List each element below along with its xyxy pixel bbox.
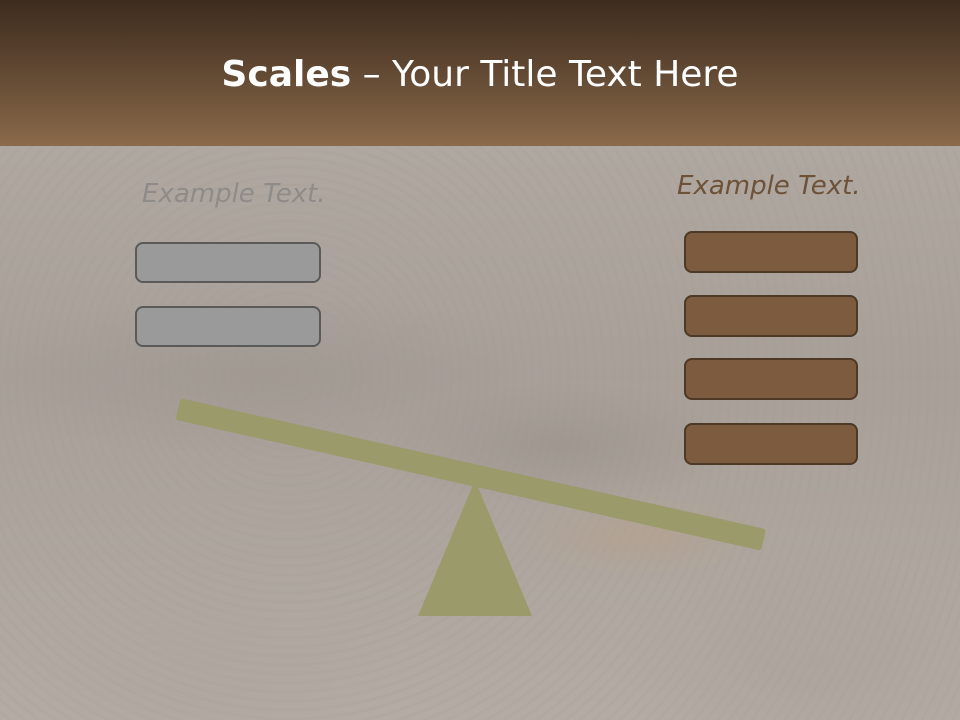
title-bar: Scales – Your Title Text Here — [0, 0, 960, 146]
slide-title-rest: – Your Title Text Here — [351, 54, 739, 95]
seesaw-fulcrum — [418, 480, 532, 616]
right-box-1 — [684, 231, 858, 273]
right-box-2 — [684, 295, 858, 337]
slide-title: Scales – Your Title Text Here — [0, 52, 960, 98]
left-box-1 — [135, 242, 321, 283]
right-label: Example Text. — [677, 171, 861, 201]
slide-title-bold: Scales — [221, 54, 352, 95]
left-label: Example Text. — [142, 179, 326, 209]
right-box-4 — [684, 423, 858, 465]
left-box-2 — [135, 306, 321, 347]
right-box-3 — [684, 358, 858, 400]
